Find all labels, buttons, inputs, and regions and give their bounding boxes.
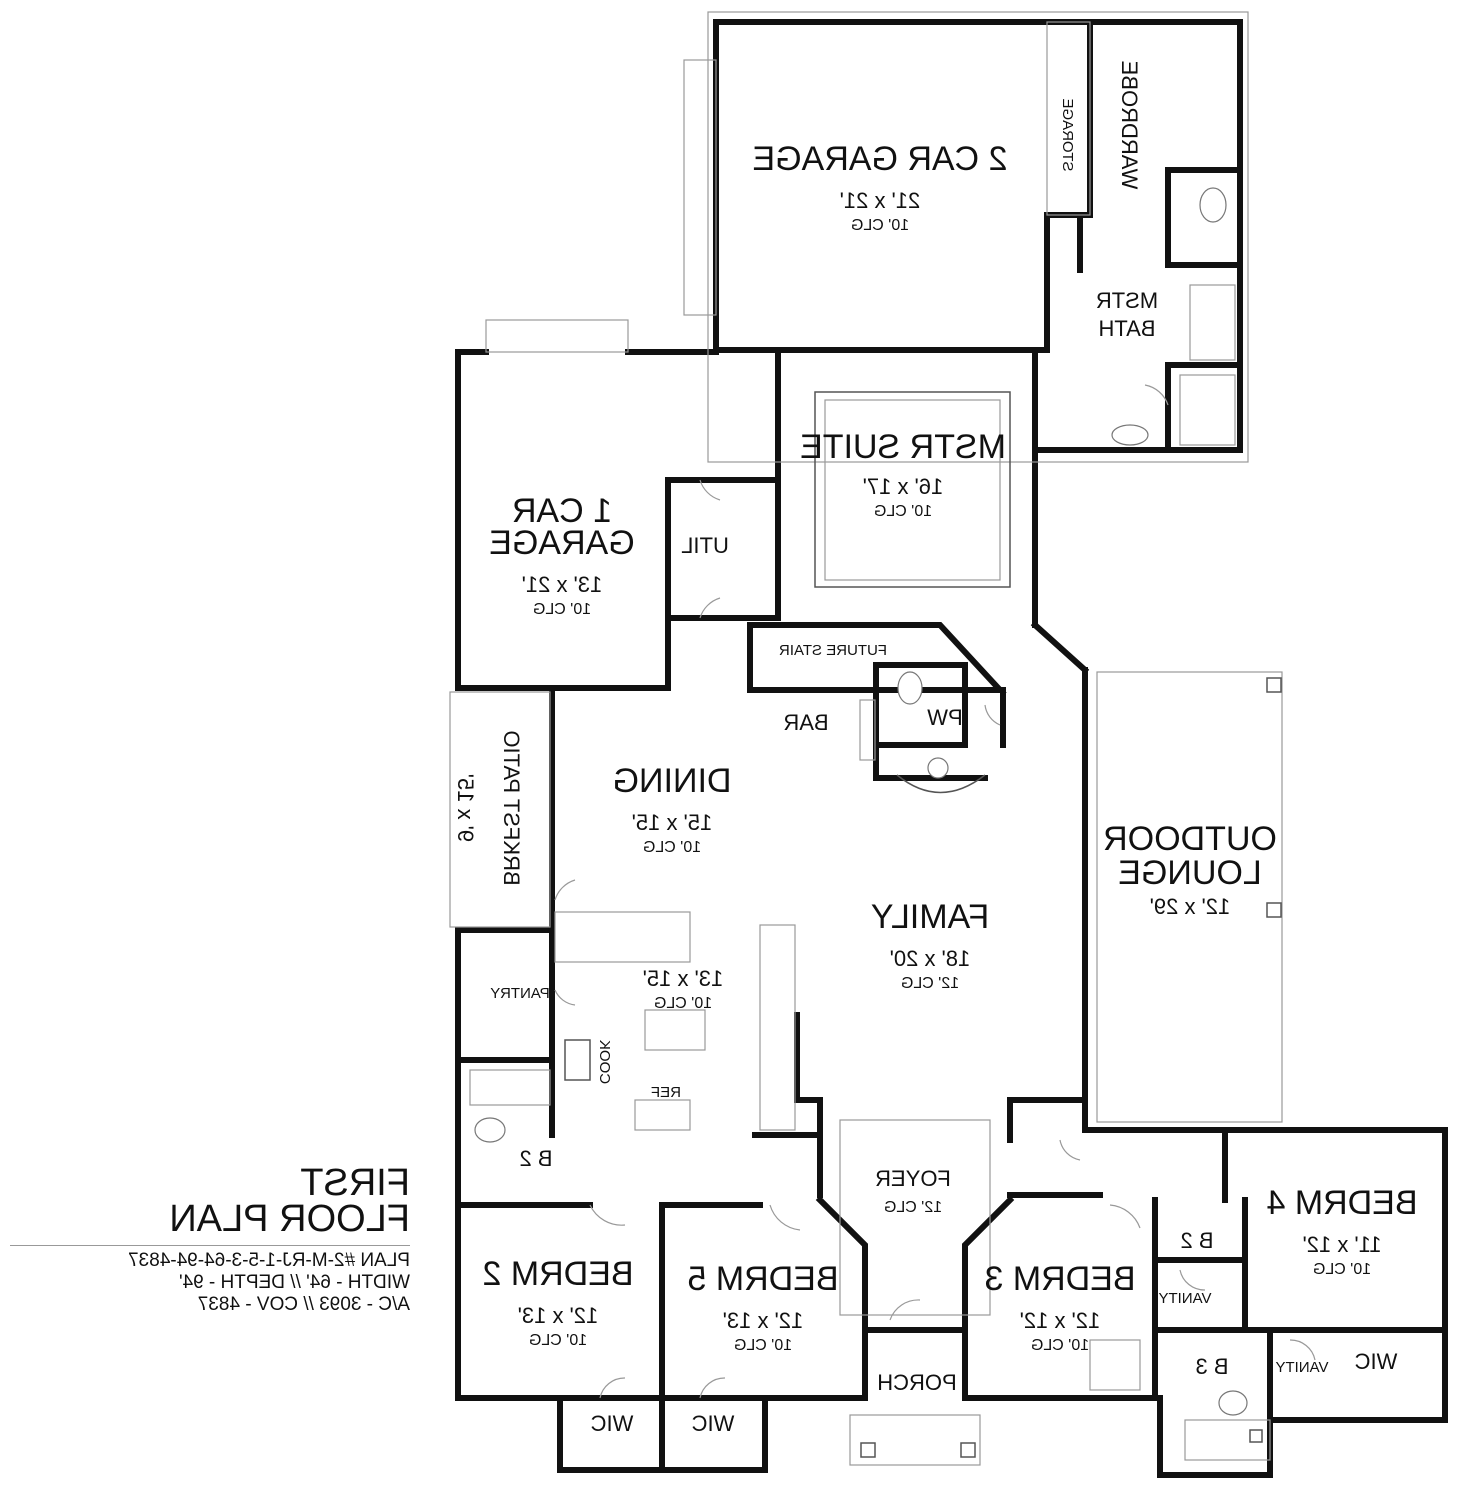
mstr-bath-line1: MSTR — [1096, 288, 1158, 313]
pw-name: PW — [927, 705, 963, 730]
kitchen-clg: 10' CLG — [654, 995, 712, 1012]
plan-title-line2: FLOOR PLAN — [169, 1198, 410, 1240]
util-name: UTIL — [681, 533, 729, 558]
mstr-bath-line2: BATH — [1098, 316, 1155, 341]
garage1-clg: 10' CLG — [533, 601, 591, 618]
b2-left-name: B 2 — [519, 1146, 552, 1171]
bar-name: BAR — [783, 710, 828, 735]
family-name: FAMILY — [871, 898, 989, 936]
outdoor-lounge-line2: LOUNGE — [1118, 854, 1262, 892]
bedrm3-name: BEDRM 3 — [984, 1260, 1135, 1298]
bedrm2-clg: 10' CLG — [529, 1332, 587, 1349]
garage1-size: 13' x 21' — [522, 572, 603, 597]
bedrm4-size: 11' x 12' — [1303, 1232, 1382, 1257]
wic-left2-name: WIC — [692, 1411, 735, 1436]
outdoor-lounge-size: 12' x 29' — [1150, 894, 1231, 919]
bkfst-patio-name: BRKFST PATIO — [499, 730, 524, 885]
garage1-line2: GARAGE — [489, 524, 634, 562]
dining-size: 15' x 15' — [632, 810, 713, 835]
dining-name: DINING — [613, 762, 732, 800]
plan-area: A/C - 3093 // COV - 4837 — [197, 1294, 410, 1315]
b3-name: B 3 — [1195, 1354, 1228, 1379]
bedrm5-name: BEDRM 5 — [687, 1260, 838, 1298]
family-size: 18' x 20' — [890, 946, 971, 971]
ref-name: REF — [651, 1084, 681, 1101]
bedrm4-name: BEDRM 4 — [1266, 1184, 1417, 1222]
plan-dimensions: WIDTH - 64' // DEPTH - 94' — [178, 1272, 410, 1293]
bedrm2-name: BEDRM 2 — [482, 1255, 633, 1293]
b2-right-name: B 2 — [1180, 1228, 1213, 1253]
doors — [554, 384, 1316, 1399]
foyer-clg: 12' CLG — [884, 1199, 942, 1216]
bedrm5-clg: 10' CLG — [734, 1337, 792, 1354]
posts — [860, 677, 1282, 1458]
outdoor-lounge-line1: OUTDOOR — [1103, 820, 1277, 858]
bedrm3-size: 12' x 12' — [1020, 1308, 1101, 1333]
garage1-line1: 1 CAR — [512, 492, 612, 530]
dining-clg: 10' CLG — [643, 839, 701, 856]
outlines — [449, 11, 1283, 1466]
porch-name: PORCH — [877, 1370, 956, 1395]
bkfst-patio-size: 9' x 15' — [453, 774, 478, 842]
plan-info: FIRST FLOOR PLAN PLAN #2-M-RJ-1-5-3-64-9… — [10, 1162, 410, 1316]
garage2-name: 2 CAR GARAGE — [752, 140, 1007, 178]
plan-title: FIRST FLOOR PLAN — [10, 1162, 410, 1240]
storage-name: STORAGE — [1059, 98, 1076, 171]
mstr-suite-size: 16' x 17' — [863, 474, 944, 499]
mstr-suite-name: MSTR SUITE — [800, 428, 1006, 466]
plan-meta: PLAN #2-M-RJ-1-5-3-64-94-4837 WIDTH - 64… — [10, 1245, 410, 1316]
vanity1-name: VANITY — [1158, 1290, 1211, 1307]
wic-left1-name: WIC — [591, 1411, 634, 1436]
room-labels: 2 CAR GARAGE 21' x 21' 10' CLG STORAGE W… — [453, 61, 1418, 1436]
bedrm5-size: 12' x 13' — [723, 1308, 804, 1333]
future-stair-name: FUTURE STAIR — [779, 642, 887, 659]
bedrm2-size: 12' x 13' — [518, 1303, 599, 1328]
garage2-size: 21' x 21' — [840, 188, 921, 213]
garage2-clg: 10' CLG — [851, 217, 909, 234]
wic-right-name: WIC — [1355, 1349, 1398, 1374]
vanity2-name: VANITY — [1275, 1359, 1328, 1376]
cook-name: COOK — [596, 1040, 613, 1084]
family-clg: 12' CLG — [901, 975, 959, 992]
pantry-name: PANTRY — [490, 985, 549, 1002]
walls — [455, 19, 1448, 1478]
mstr-suite-clg: 10' CLG — [874, 503, 932, 520]
wardrobe-name: WARDROBE — [1117, 61, 1142, 190]
plan-title-line1: FIRST — [300, 1162, 410, 1204]
bedrm3-clg: 10' CLG — [1031, 1337, 1089, 1354]
plan-number: PLAN #2-M-RJ-1-5-3-64-94-4837 — [128, 1250, 410, 1271]
kitchen-size: 13' x 15' — [643, 966, 724, 991]
bedrm4-clg: 10' CLG — [1313, 1261, 1371, 1278]
foyer-name: FOYER — [875, 1166, 951, 1191]
